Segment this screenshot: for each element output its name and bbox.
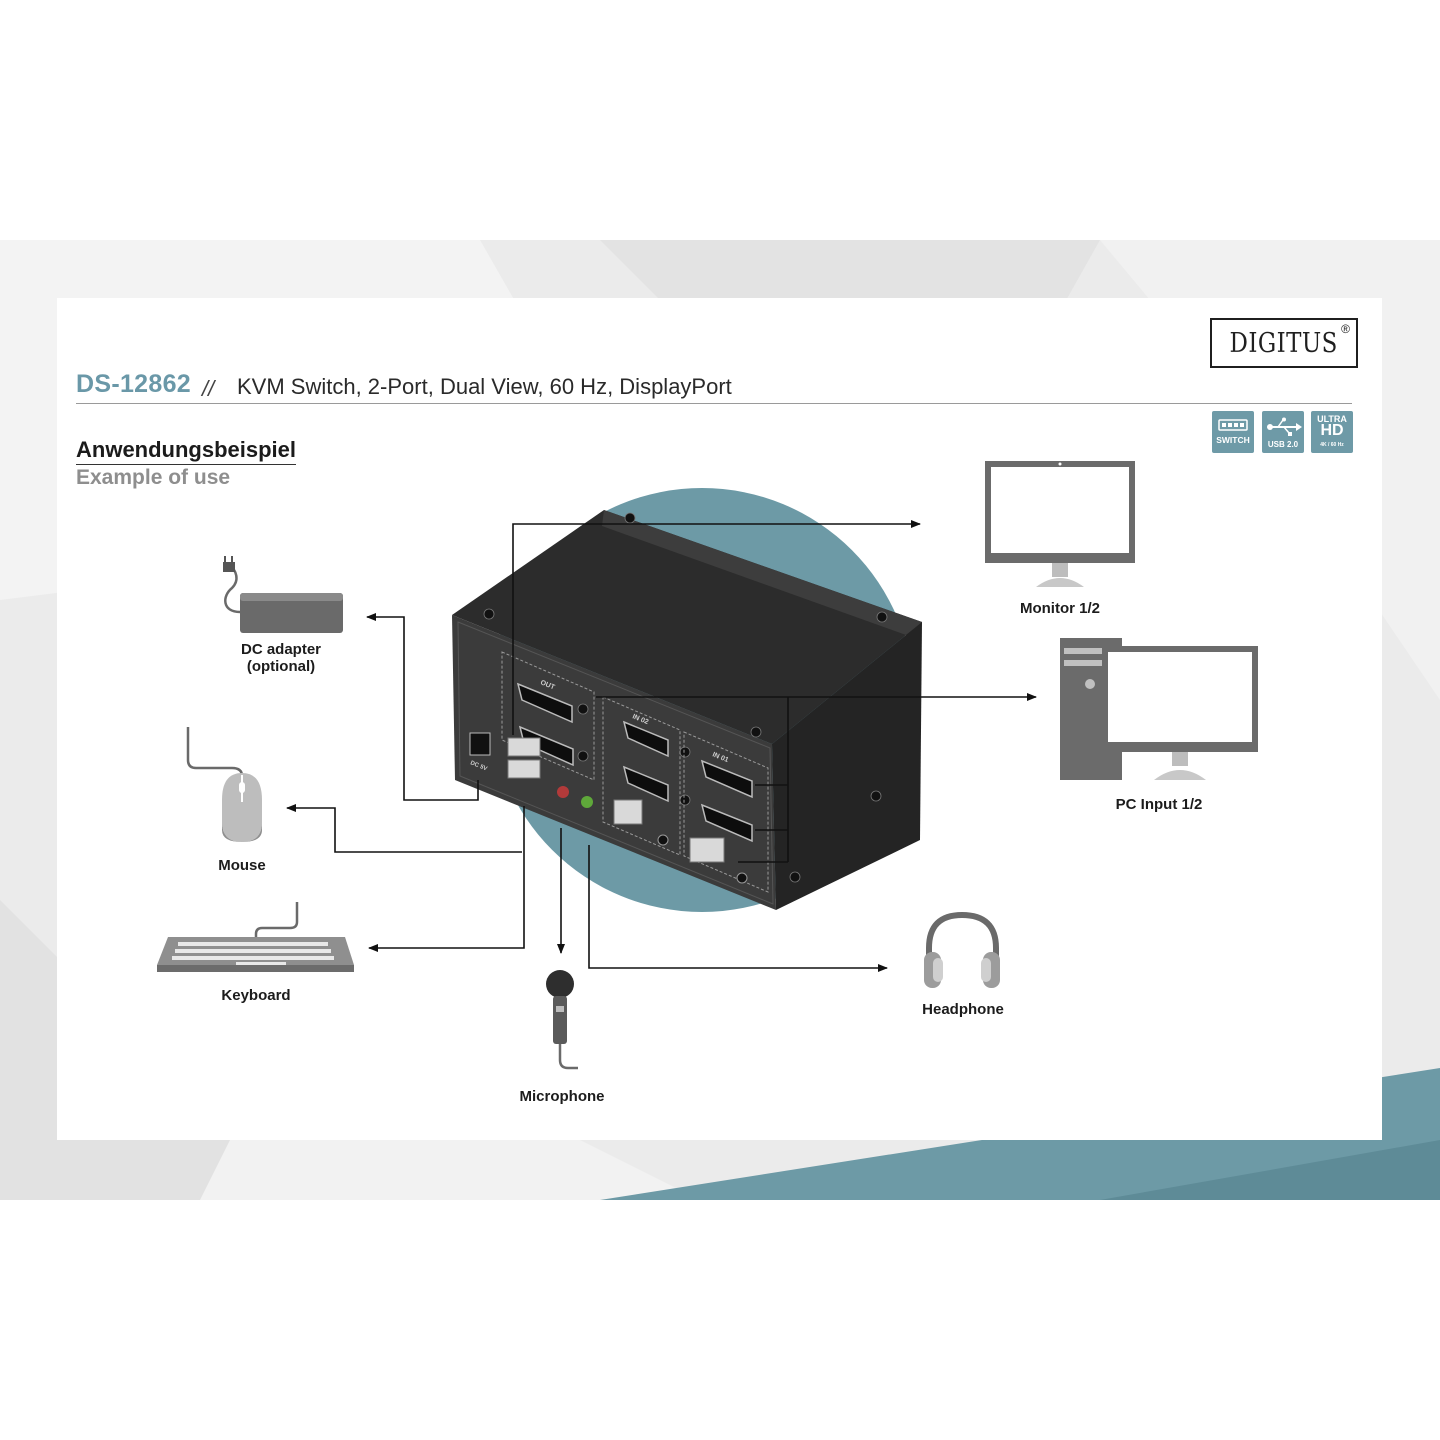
ultra-hd-top: ULTRA [1317,414,1347,424]
keyboard-icon [157,902,354,972]
kvm-switch-device: OUT IN 02 IN 01 DC 5V [452,510,922,910]
connection-lines [286,520,1037,972]
dc-adapter-label-line1: DC adapter [240,641,322,658]
usb-icon [1267,417,1302,436]
title-separator: // [202,376,215,401]
ultra-hd-sub: 4K / 60 Hz [1320,442,1344,448]
switch-icon [1218,419,1248,431]
switch-badge: SWITCH [1212,411,1254,453]
section-title: Anwendungsbeispiel [76,437,297,465]
line-to-mouse [286,804,522,853]
line-to-dc-adapter [366,613,479,801]
header-rule [76,403,1352,404]
headphone-label: Headphone [922,1001,1004,1018]
monitor-icon [985,461,1135,587]
microphone-icon [546,970,578,1070]
brand-logo: DIGITUS ® [1210,318,1358,368]
line-to-monitor [512,520,921,735]
registered-mark: ® [1341,322,1350,336]
pc-input-label: PC Input 1/2 [1115,796,1203,813]
line-to-keyboard [368,806,525,952]
mouse-icon [186,727,262,842]
ultra-hd-main: HD [1320,422,1344,439]
switch-badge-label: SWITCH [1216,435,1250,445]
mouse-label: Mouse [218,857,266,874]
product-code: DS-12862 [76,370,191,398]
pc-icon [1060,638,1258,780]
section-subtitle: Example of use [76,466,231,489]
usb-badge: USB 2.0 [1262,411,1304,453]
microphone-label: Microphone [519,1088,605,1105]
keyboard-label: Keyboard [221,987,291,1004]
usb-badge-label: USB 2.0 [1267,440,1299,449]
line-to-headphone [588,845,888,972]
brand-logo-text: DIGITUS [1229,327,1339,359]
monitor-label: Monitor 1/2 [1019,600,1100,617]
dc-adapter-icon [223,556,343,633]
ultra-hd-badge: ULTRA HD 4K / 60 Hz [1311,411,1353,453]
dc-adapter-label: DC adapter (optional) [206,641,356,675]
headphone-icon [924,911,1000,988]
dc-adapter-label-line2: (optional) [246,658,316,675]
product-description: KVM Switch, 2-Port, Dual View, 60 Hz, Di… [237,374,732,399]
